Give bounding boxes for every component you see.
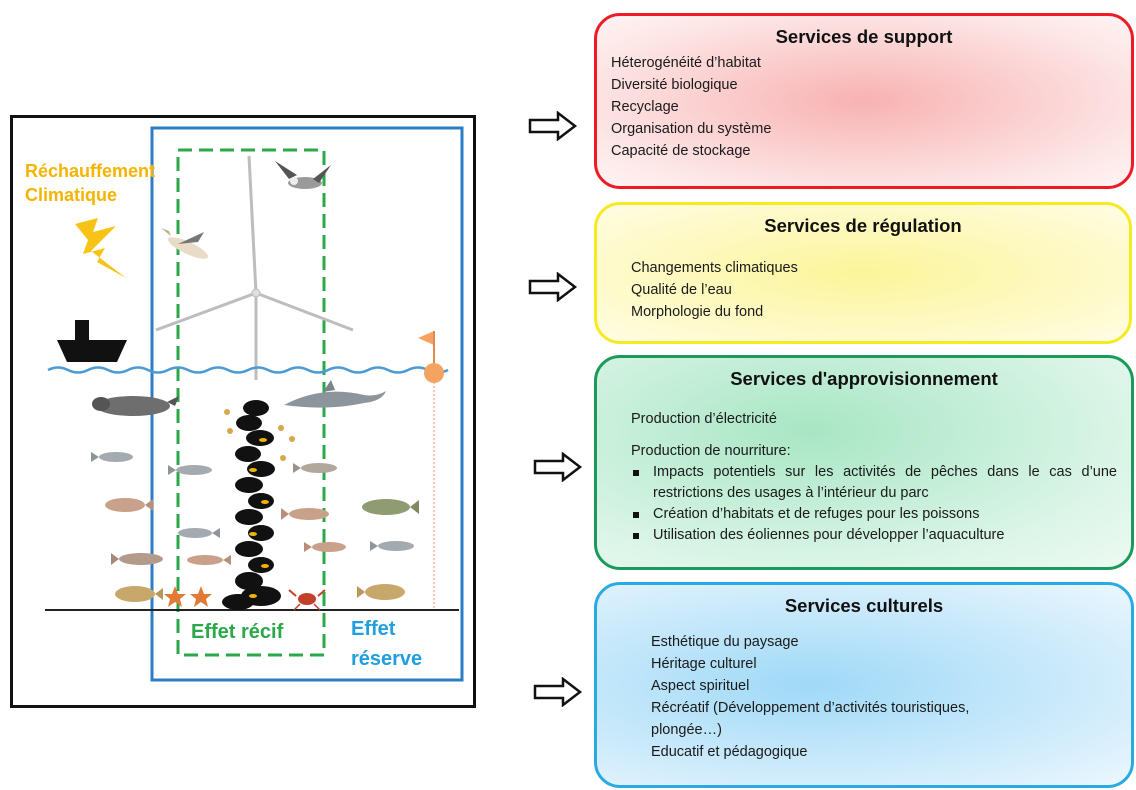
reserve-effect-line1: Effet <box>351 618 396 640</box>
lightning-icon <box>75 218 126 278</box>
cultural-item: Récréatif (Développement d’activités tou… <box>651 700 970 716</box>
electricity-production: Production d’électricité <box>631 411 777 427</box>
wind-turbine-icon <box>155 155 354 380</box>
starfish-icons <box>164 586 212 607</box>
ecosystem-illustration: Réchauffement Climatique Effet récif Eff… <box>10 115 476 708</box>
buoy-icon <box>418 331 444 608</box>
support-item: Organisation du système <box>611 121 772 137</box>
gannet-icon <box>161 228 209 259</box>
support-item: Recyclage <box>611 99 679 115</box>
reef-effect-label: Effet récif <box>191 621 284 643</box>
regulation-item: Qualité de l’eau <box>631 282 732 298</box>
arrow-right-icon <box>528 272 578 302</box>
arrow-right-icon <box>533 452 583 482</box>
seal-icon <box>92 396 179 416</box>
scene-drawing <box>45 126 464 682</box>
cultural-item: Educatif et pédagogique <box>651 744 808 760</box>
support-item: Héterogénéité d’habitat <box>611 55 761 71</box>
regulation-item: Changements climatiques <box>631 260 798 276</box>
cultural-item: Esthétique du paysage <box>651 634 799 650</box>
amphipod-icons <box>224 409 295 461</box>
climate-warming-line1: Réchauffement <box>25 161 156 181</box>
mussel-column <box>222 400 281 610</box>
cultural-item: Héritage culturel <box>651 656 757 672</box>
boat-icon <box>57 320 127 362</box>
list-item: Impacts potentiels sur les activités de … <box>631 462 1117 504</box>
support-services-title: Services de support <box>775 26 953 47</box>
fish-icons <box>91 452 419 602</box>
list-item: Création d’habitats et de refuges pour l… <box>631 504 1117 525</box>
cultural-services-title: Services culturels <box>784 595 944 616</box>
dolphin-icon <box>284 380 386 408</box>
list-item: Utilisation des éoliennes pour développe… <box>631 525 1117 546</box>
cultural-item: Aspect spirituel <box>651 678 750 694</box>
support-services-box: Services de support Héterogénéité d’habi… <box>594 13 1134 189</box>
seagull-icon <box>275 161 331 189</box>
regulation-services-title: Services de régulation <box>764 215 962 236</box>
arrow-right-icon <box>533 677 583 707</box>
crab-icon <box>288 589 326 611</box>
climate-warming-label: Réchauffement Climatique <box>25 159 155 207</box>
provisioning-bullet-list: Impacts potentiels sur les activités de … <box>611 462 1117 546</box>
provisioning-services-box: Services d'approvisionnement Production … <box>594 355 1134 570</box>
provisioning-services-title: Services d'approvisionnement <box>730 368 998 389</box>
reserve-effect-line2: réserve <box>351 648 423 670</box>
cultural-services-box: Services culturels Esthétique du paysage… <box>594 582 1134 788</box>
reserve-effect-label: Effet réserve <box>351 614 422 674</box>
regulation-item: Morphologie du fond <box>631 304 764 320</box>
food-production: Production de nourriture: <box>631 443 791 459</box>
regulation-services-box: Services de régulation Changements clima… <box>594 202 1132 344</box>
cultural-item: plongée…) <box>651 722 722 738</box>
reef-frame <box>176 148 326 657</box>
climate-warming-line2: Climatique <box>25 185 118 205</box>
arrow-right-icon <box>528 111 578 141</box>
support-item: Diversité biologique <box>611 77 738 93</box>
support-item: Capacité de stockage <box>611 143 751 159</box>
sea-surface <box>47 366 449 374</box>
